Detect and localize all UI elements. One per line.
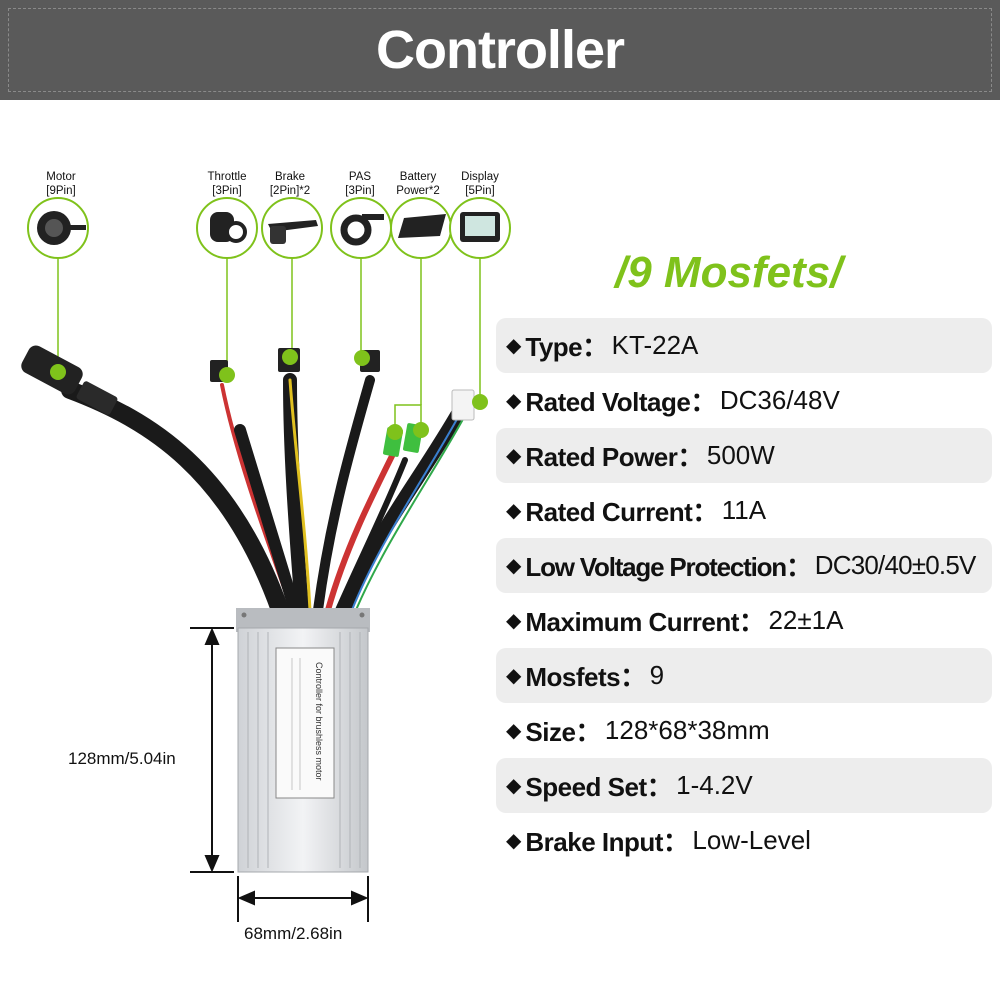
display-icon: [449, 197, 511, 259]
spec-row-brake-input: ◆ Brake Input：Low-Level: [506, 825, 811, 857]
spec-row-rated-current: ◆ Rated Current：11A: [506, 495, 767, 527]
diamond-bullet-icon: ◆: [506, 445, 522, 467]
header-banner: Controller: [0, 0, 1000, 100]
connector-label-pas: PAS[3Pin]: [345, 171, 375, 197]
diamond-bullet-icon: ◆: [506, 665, 522, 687]
spec-row-mosfets: ◆ Mosfets：9: [496, 648, 992, 703]
spec-row-rated-power: ◆ Rated Power：500W: [496, 428, 992, 483]
diamond-bullet-icon: ◆: [506, 500, 522, 522]
spec-row-size: ◆ Size：128*68*38mm: [506, 715, 770, 747]
height-dimension-label: 128mm/5.04in: [68, 749, 176, 768]
mosfets-subtitle: /9 Mosfets/: [615, 248, 843, 297]
header-dashed-border: [8, 8, 992, 92]
product-label-sticker: [275, 647, 335, 799]
page-title: Controller: [375, 20, 625, 80]
spec-row-rated-voltage: ◆ Rated Voltage：DC36/48V: [506, 385, 840, 417]
product-label-text: Controller for brushless motor: [314, 662, 324, 781]
motor-plug: [21, 345, 118, 415]
spec-row-speed-set: ◆ Speed Set：1-4.2V: [496, 758, 992, 813]
diamond-bullet-icon: ◆: [506, 775, 522, 797]
pas-sensor-icon: [330, 197, 392, 259]
diamond-bullet-icon: ◆: [506, 390, 522, 412]
cables: [61, 373, 469, 619]
controller-box: Controller for brushless motor: [236, 608, 370, 873]
diamond-bullet-icon: ◆: [506, 335, 522, 357]
leader-lines: [57, 258, 481, 432]
connector-label-motor: Motor[9Pin]: [46, 171, 76, 197]
spec-row-type: ◆ Type：KT-22A: [496, 318, 992, 373]
spec-row-maximum-current: ◆ Maximum Current：22±1A: [506, 605, 844, 637]
connector-dots: [50, 349, 488, 440]
display-plug: [451, 389, 475, 421]
width-dimension-line: [237, 876, 369, 922]
diamond-bullet-icon: ◆: [506, 610, 522, 632]
motor-icon: [27, 197, 89, 259]
diamond-bullet-icon: ◆: [506, 555, 522, 577]
throttle-icon: [196, 197, 258, 259]
height-dimension-line: [190, 627, 234, 873]
diamond-bullet-icon: ◆: [506, 720, 522, 742]
battery-icon: [390, 197, 452, 259]
connector-label-throttle: Throttle[3Pin]: [207, 171, 247, 197]
diamond-bullet-icon: ◆: [506, 830, 522, 852]
spec-row-low-voltage-protection: ◆ Low Voltage Protection：DC30/40±0.5V: [496, 538, 992, 593]
connector-label-brake: Brake[2Pin]*2: [269, 171, 311, 197]
connector-label-display: Display[5Pin]: [461, 171, 499, 197]
width-dimension-label: 68mm/2.68in: [244, 924, 343, 943]
brake-lever-icon: [261, 197, 323, 259]
